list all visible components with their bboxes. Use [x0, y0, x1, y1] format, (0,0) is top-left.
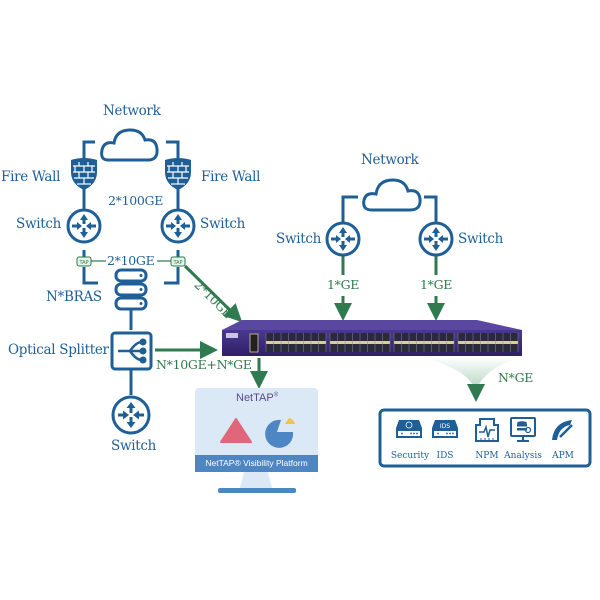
triangle-shape-icon: [220, 418, 252, 443]
visibility-platform-monitor: [195, 388, 318, 493]
firewall-left-label: Fire Wall: [1, 169, 61, 185]
mgmt-ports: [249, 333, 259, 353]
green-links: [155, 255, 445, 389]
tap-right-icon: TAP: [170, 256, 186, 267]
link-100ge-label: 2*100GE: [108, 193, 164, 208]
right-network-label: Network: [361, 152, 419, 168]
firewall-left-icon: [71, 158, 97, 190]
switch-bottom-label: Switch: [111, 438, 157, 454]
svg-text:TAP: TAP: [172, 260, 182, 266]
output-funnel: [420, 357, 522, 402]
brand-logo: [226, 333, 238, 338]
port-group: [393, 333, 455, 352]
pie-chart-icon: [265, 419, 294, 448]
bras-server-icon: [114, 268, 148, 311]
security-appliance-icon: [396, 420, 422, 438]
port-groups: [265, 333, 519, 352]
optical-splitter-label: Optical Splitter: [8, 342, 109, 358]
switch-left-label: Switch: [16, 216, 62, 232]
link-10ge-label: 2*10GE: [107, 253, 155, 268]
monitor-brand-title: NetTAP®: [236, 392, 278, 404]
apm-gauge-icon: [552, 420, 573, 440]
firewall-right-label: Fire Wall: [201, 169, 261, 185]
right-uplink-lines: [341, 195, 438, 223]
tool-label-npm: NPM: [475, 451, 499, 461]
switch-right-a-label: Switch: [276, 231, 322, 247]
npm-icon: [475, 418, 499, 442]
port-group: [329, 333, 391, 352]
tool-label-ids: IDS: [436, 451, 454, 461]
bras-label: N*BRAS: [46, 289, 102, 305]
optical-splitter-icon: [110, 331, 153, 371]
tap-left-icon: TAP: [76, 256, 92, 267]
tool-label-analysis: Analysis: [504, 451, 542, 461]
switch-right-b-icon: [418, 221, 454, 257]
right-network-cloud-icon: [362, 178, 422, 212]
port-group: [265, 333, 327, 352]
pie-slice-icon: [285, 418, 295, 424]
switch-left-icon: [66, 208, 102, 244]
link-1ge-left-label: 1*GE: [327, 277, 360, 292]
left-network-cloud-icon: [100, 128, 159, 162]
bras-leds: [139, 274, 143, 305]
output-nge-label: N*GE: [498, 370, 534, 385]
analysis-database-icon: [510, 417, 536, 442]
svg-text:TAP: TAP: [78, 260, 88, 266]
brand-name: NetTAP: [236, 392, 274, 404]
link-1ge-right-label: 1*GE: [420, 277, 453, 292]
tool-label-apm: APM: [552, 451, 574, 461]
ids-badge-text: IDS: [440, 423, 450, 430]
left-network-label: Network: [103, 103, 161, 119]
switch-right-label: Switch: [200, 216, 246, 232]
port-group: [457, 333, 519, 352]
switch-right-b-label: Switch: [458, 231, 504, 247]
splitter-link-label: N*10GE+N*GE: [156, 357, 252, 372]
switch-right-a-icon: [325, 221, 361, 257]
brand-mark: ®: [273, 392, 279, 399]
platform-label: NetTAP® Visibility Platform: [205, 458, 308, 468]
switch-right-icon: [160, 208, 196, 244]
ids-appliance-icon: IDS: [432, 420, 458, 438]
switch-bottom-icon: [111, 395, 151, 435]
firewall-right-icon: [165, 158, 191, 190]
tool-label-security: Security: [390, 451, 430, 461]
